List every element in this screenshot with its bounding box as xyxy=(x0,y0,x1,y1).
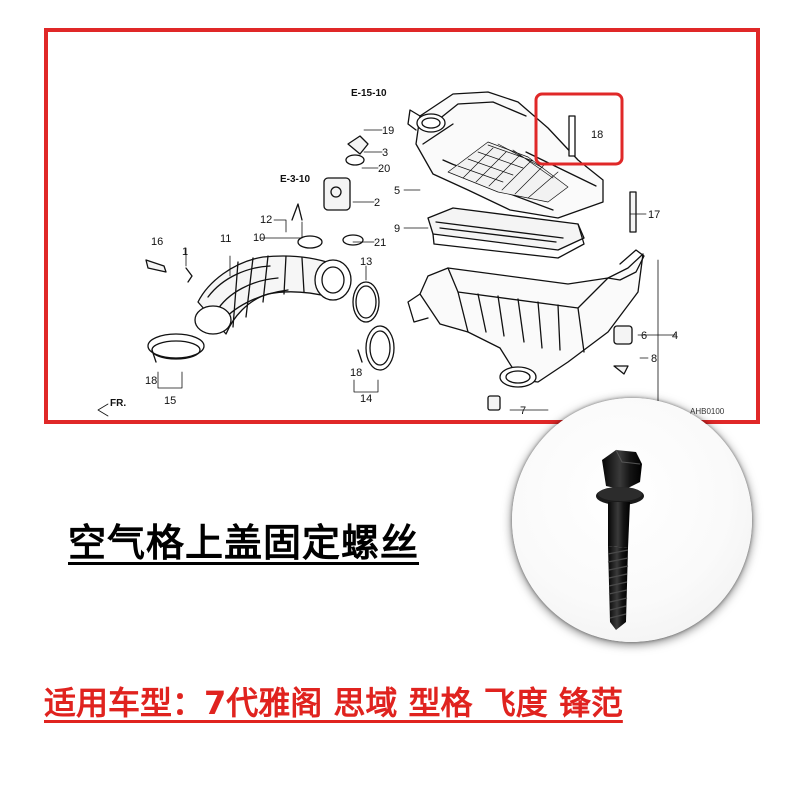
product-title: 空气格上盖固定螺丝 xyxy=(68,521,420,565)
highlight-box xyxy=(534,92,624,166)
callout-18a: 18 xyxy=(145,375,157,387)
callout-6: 6 xyxy=(641,330,647,342)
callout-15: 15 xyxy=(164,395,176,407)
callout-8: 8 xyxy=(651,353,657,365)
leader-lines xyxy=(97,129,677,417)
callout-4: 4 xyxy=(672,330,678,342)
fitment-text: 适用车型：7代雅阁 思域 型格 飞度 锋范 xyxy=(44,684,623,722)
callout-21b: 21 xyxy=(374,237,386,249)
callout-19: 18 xyxy=(591,129,603,141)
clamp-15 xyxy=(147,333,205,360)
clamp-14 xyxy=(365,325,395,371)
bolt-photo xyxy=(512,398,752,642)
callout-21a: 20 xyxy=(378,163,390,175)
ref-e-15-10: E-15-10 xyxy=(351,88,387,99)
callout-13: 13 xyxy=(360,256,372,268)
clamp-ring-13 xyxy=(352,281,380,323)
parts-diagram: 16 1 11 10 12 19 3 20 2 21 13 5 9 18 17 … xyxy=(97,88,725,417)
cover-mesh xyxy=(447,141,569,203)
parts-diagram-frame: 16 1 11 10 12 19 3 20 2 21 13 5 9 18 17 … xyxy=(44,28,760,424)
part-callouts: 16 1 11 10 12 19 3 20 2 21 13 5 9 18 17 … xyxy=(110,88,725,417)
callout-12: 12 xyxy=(260,214,272,226)
callout-16: 16 xyxy=(151,236,163,248)
callout-5: 5 xyxy=(394,185,400,197)
callout-10: 10 xyxy=(253,232,265,244)
callout-1: 1 xyxy=(182,246,188,258)
ref-e-3-10: E-3-10 xyxy=(280,174,310,185)
callout-7: 7 xyxy=(520,405,526,417)
intake-tube xyxy=(194,255,352,335)
callout-20: 19 xyxy=(382,125,394,137)
callout-17: 17 xyxy=(648,209,660,221)
sensor-assembly xyxy=(291,135,369,249)
air-filter-element xyxy=(427,207,585,259)
callout-2: 2 xyxy=(374,197,380,209)
callout-9: 9 xyxy=(394,223,400,235)
callout-11: 11 xyxy=(220,233,231,245)
bolt-icon xyxy=(596,449,644,630)
direction-label: FR. xyxy=(110,398,126,409)
callout-3: 3 xyxy=(382,147,388,159)
drawing-code: AHB0100 xyxy=(690,407,725,416)
callout-18b: 18 xyxy=(350,367,362,379)
air-cleaner-case xyxy=(407,249,645,388)
callout-14: 14 xyxy=(360,393,372,405)
small-parts xyxy=(145,115,637,411)
